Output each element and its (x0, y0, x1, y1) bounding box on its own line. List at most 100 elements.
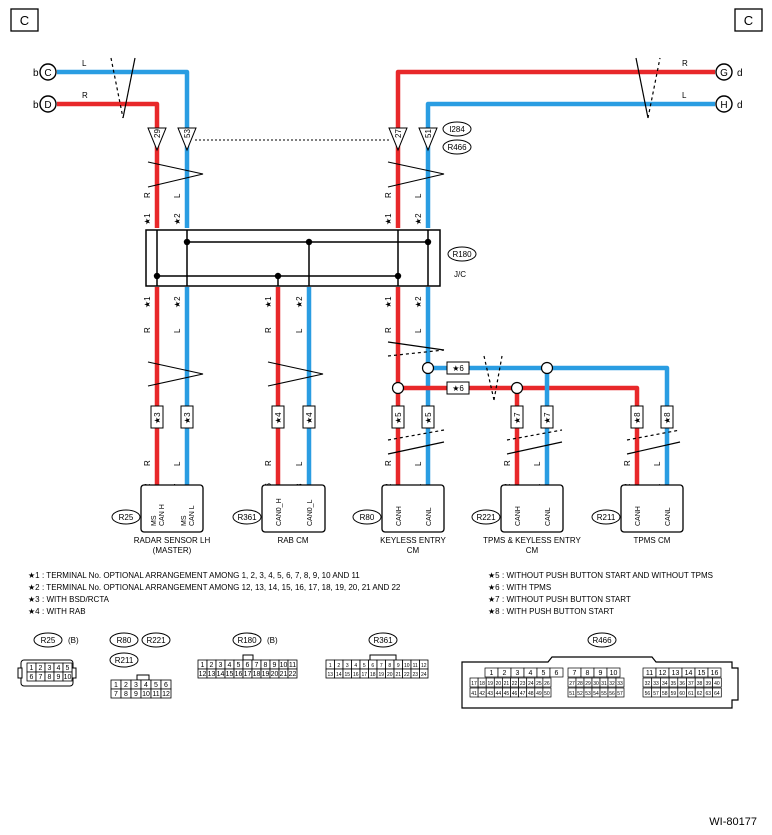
break-branch2 (493, 355, 503, 401)
svg-text:52: 52 (577, 691, 583, 697)
option-box-2: ★4 (271, 405, 285, 429)
svg-text:17: 17 (471, 681, 477, 687)
svg-text:4: 4 (144, 682, 148, 689)
svg-text:14: 14 (336, 672, 342, 678)
svg-text:18: 18 (370, 672, 376, 678)
svg-text:★4: ★4 (28, 607, 40, 616)
svg-text:45: 45 (504, 691, 510, 697)
svg-text:37: 37 (688, 681, 694, 687)
wire-label-l-2: L (414, 193, 423, 198)
svg-text:47: 47 (520, 691, 526, 697)
splice-blue-2 (540, 361, 554, 375)
svg-text:R: R (143, 327, 152, 333)
svg-text:13: 13 (672, 670, 680, 677)
offpage-wire-r-left: R (82, 91, 88, 100)
svg-text:6: 6 (371, 663, 374, 669)
svg-text:56: 56 (609, 691, 615, 697)
svg-text:6: 6 (30, 674, 34, 681)
option-box-9: ★8 (660, 405, 674, 429)
svg-text:2: 2 (39, 665, 43, 672)
svg-text:11: 11 (289, 662, 296, 669)
wire-red-b-bot (57, 101, 160, 228)
svg-text:7: 7 (255, 662, 259, 669)
offpage-b-top: b C L (33, 59, 87, 81)
shield-break-right (635, 57, 649, 119)
star-lower-2a: ★2 (173, 296, 182, 308)
shield-keyless (387, 341, 445, 351)
star-label-1a: ★1 (143, 213, 152, 225)
offpage-side-b1: b (33, 68, 39, 79)
svg-text:57: 57 (653, 691, 659, 697)
pin-triangle-51 (418, 127, 438, 152)
module-id-1: R361 (237, 513, 257, 522)
svg-text:32: 32 (609, 681, 615, 687)
svg-text:20: 20 (387, 672, 393, 678)
svg-text:8: 8 (586, 670, 590, 677)
shield-tpms (626, 429, 681, 441)
svg-text:24: 24 (528, 681, 534, 687)
svg-text:43: 43 (487, 691, 493, 697)
svg-text:12: 12 (162, 691, 170, 698)
page-marker-left: C (10, 8, 39, 32)
svg-text:11: 11 (646, 670, 653, 677)
pin-triangle-53 (177, 127, 197, 152)
svg-text:55: 55 (601, 691, 607, 697)
svg-text:9: 9 (273, 662, 277, 669)
star-lower-2b: ★2 (295, 296, 304, 308)
page-letter-left: C (20, 13, 29, 28)
svg-text:20: 20 (271, 671, 279, 678)
twist-right-upper (387, 161, 445, 188)
svg-text:28: 28 (577, 681, 583, 687)
svg-text:10: 10 (64, 674, 72, 681)
svg-text:4: 4 (57, 665, 61, 672)
svg-text:★7: ★7 (543, 412, 552, 424)
splice-blue-1 (421, 361, 435, 375)
wire-label-r-2: R (384, 192, 393, 198)
svg-text:: TERMINAL No. OPTIONAL ARRANG: : TERMINAL No. OPTIONAL ARRANGEMENT AMON… (42, 571, 360, 580)
svg-text:(B): (B) (267, 636, 278, 645)
svg-text:61: 61 (688, 691, 694, 697)
wire-blue-d-bot (425, 101, 715, 228)
svg-text:8: 8 (388, 663, 391, 669)
svg-text:57: 57 (617, 691, 623, 697)
svg-text:56: 56 (645, 691, 651, 697)
star-lower-1b: ★1 (264, 296, 273, 308)
svg-text:5: 5 (237, 662, 241, 669)
note-5: ★5: WITHOUT PUSH BUTTON START AND WITHOU… (488, 571, 713, 580)
svg-text:22: 22 (512, 681, 518, 687)
svg-text:1: 1 (114, 682, 118, 689)
twist-radar (147, 361, 204, 387)
svg-text:53: 53 (585, 691, 591, 697)
svg-text:R211: R211 (115, 656, 134, 665)
option-box-6a: ★6 (446, 361, 470, 375)
svg-text:60: 60 (679, 691, 685, 697)
svg-text:1: 1 (201, 662, 205, 669)
wire-r-R80: R (384, 460, 393, 466)
svg-text:9: 9 (599, 670, 603, 677)
svg-text:★4: ★4 (274, 412, 283, 424)
svg-text:11: 11 (152, 691, 159, 698)
terminal-R25-1-0: MS (181, 515, 188, 526)
svg-text:: TERMINAL No. OPTIONAL ARRANG: : TERMINAL No. OPTIONAL ARRANGEMENT AMON… (42, 583, 401, 592)
svg-text:L: L (414, 328, 423, 333)
svg-text:11: 11 (413, 663, 418, 669)
offpage-letter-h: H (720, 100, 727, 111)
offpage-d-bot: H d L (682, 91, 743, 113)
note-6: ★6: WITH TPMS (488, 583, 551, 592)
module-name-4: TPMS CM (634, 536, 671, 545)
svg-text:★8: ★8 (663, 412, 672, 424)
option-box-6b: ★6 (446, 381, 470, 395)
terminal-R361-1-0: CAN0_L (307, 499, 314, 526)
star-label-2a: ★2 (173, 213, 182, 225)
svg-text:★2: ★2 (28, 583, 40, 592)
svg-text:★5: ★5 (394, 412, 403, 424)
option-box-4: ★5 (391, 405, 405, 429)
terminal-R361-0-0: CAN0_H (276, 498, 283, 526)
svg-text:15: 15 (344, 672, 350, 678)
svg-text:3: 3 (134, 682, 138, 689)
pin-29: 29 (153, 129, 162, 138)
svg-text:3: 3 (346, 663, 349, 669)
svg-text:10: 10 (404, 663, 410, 669)
